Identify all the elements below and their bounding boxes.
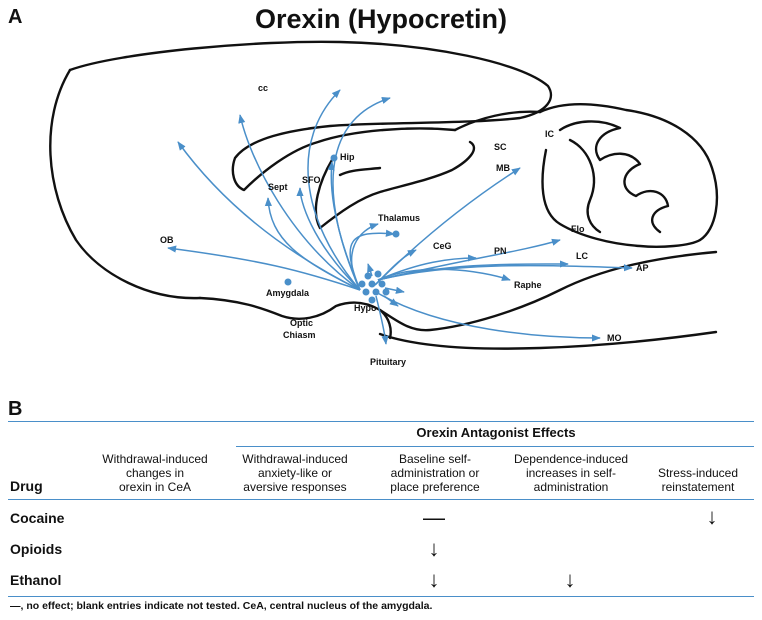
label-hip: Hip [340, 152, 355, 162]
row-cocaine-col3: — [423, 505, 445, 530]
brainstem-ventral [378, 330, 718, 350]
panel-b-letter: B [8, 398, 23, 420]
table-top-rule [8, 421, 754, 422]
row-ethanol-col3: ↓ [428, 567, 440, 592]
cerebellum-folia-2 [568, 138, 602, 234]
label-pn: PN [494, 246, 507, 256]
label-mo: MO [607, 333, 622, 343]
header-bottom-rule [8, 499, 754, 500]
group-header-rule [236, 446, 754, 447]
group-header: Orexin Antagonist Effects [416, 425, 576, 440]
panel-a-letter: A [8, 6, 23, 28]
cerebellum-outline [538, 103, 719, 242]
label-lc: LC [576, 251, 588, 261]
brain-outline [49, 40, 719, 350]
row-cocaine-col5: ↓ [706, 504, 718, 529]
label-hypo: Hypo [354, 303, 377, 313]
label-sc: SC [494, 142, 507, 152]
label-thalamus: Thalamus [378, 213, 420, 223]
row-ethanol-col4: ↓ [564, 567, 576, 592]
brain-sagittal-diagram: cc Hip Sept SFO Thalamus OB Amygdala Hyp… [49, 40, 719, 367]
midbrain-dorsal-outline [453, 110, 542, 132]
label-ob: OB [160, 235, 174, 245]
label-sept: Sept [268, 182, 288, 192]
cerebellum-folia [558, 120, 670, 234]
label-ap: AP [636, 263, 649, 273]
label-optic: Optic [290, 318, 313, 328]
row-opioids-drug: Opioids [10, 541, 63, 557]
label-ceg: CeG [433, 241, 452, 251]
drug-column-header: Drug [10, 478, 43, 494]
label-cc: cc [258, 83, 268, 93]
orexin-projections [167, 89, 633, 345]
table-footnote: —, no effect; blank entries indicate not… [10, 600, 433, 612]
label-chiasm: Chiasm [283, 330, 316, 340]
label-flo: Flo [571, 224, 585, 234]
fornix-line [338, 166, 382, 177]
label-raphe: Raphe [514, 280, 542, 290]
row-opioids-col3: ↓ [428, 536, 440, 561]
label-ic: IC [545, 129, 555, 139]
figure-title: Orexin (Hypocretin) [254, 4, 508, 34]
label-amygdala: Amygdala [266, 288, 310, 298]
row-ethanol-drug: Ethanol [10, 572, 62, 588]
pituitary-stalk [378, 308, 392, 340]
cerebellum-lower-outline [541, 148, 702, 248]
brainstem-dorsal [378, 250, 718, 332]
corpus-callosum-inner [314, 140, 476, 230]
row-cocaine-drug: Cocaine [10, 510, 65, 526]
label-mb: MB [496, 163, 510, 173]
ventral-outline [198, 296, 382, 320]
label-pituitary: Pituitary [370, 357, 406, 367]
olfactory-outline [49, 68, 202, 300]
orexin-nuclei [284, 154, 400, 304]
cortex-outline [68, 40, 553, 192]
label-sfo: SFO [302, 175, 321, 185]
table-bottom-rule [8, 596, 754, 597]
